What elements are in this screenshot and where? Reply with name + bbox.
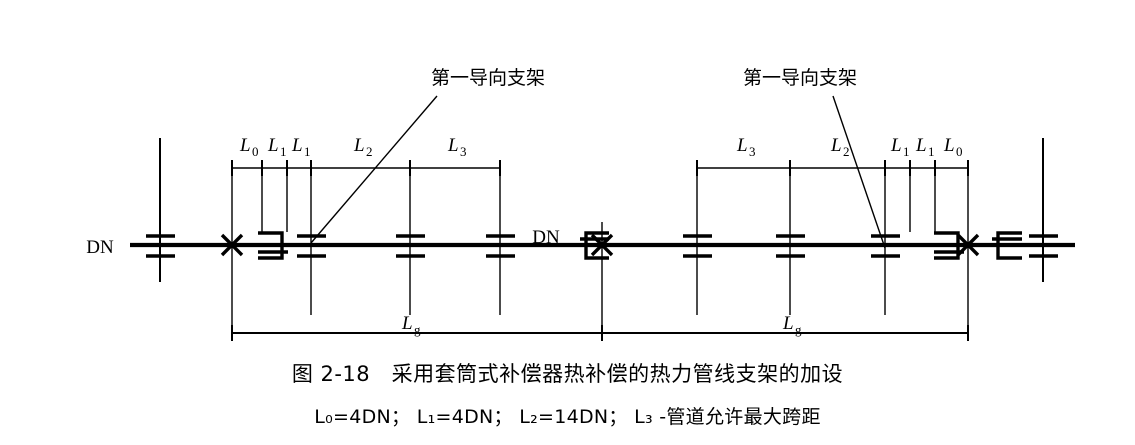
svg-text:1: 1 [280, 144, 287, 159]
leader-line-left [310, 95, 438, 244]
dim-label-Lg-right: L g [782, 313, 802, 337]
annotation-guide-support-right: 第一导向支架 [743, 67, 857, 89]
guide-support-symbol [146, 234, 175, 258]
guide-support-symbol [1029, 234, 1058, 258]
svg-text:L: L [291, 135, 303, 156]
guide-support-symbol [486, 234, 515, 258]
svg-text:L: L [915, 135, 927, 156]
svg-text:0: 0 [252, 144, 259, 159]
svg-text:L: L [736, 135, 748, 156]
sleeve-expansion-joint [258, 231, 288, 260]
svg-text:L: L [447, 135, 459, 156]
dimension-line-top-right [696, 160, 969, 176]
svg-text:L: L [830, 135, 842, 156]
annotation-guide-support-left: 第一导向支架 [431, 67, 545, 89]
support-verticals-right [696, 168, 969, 333]
svg-text:1: 1 [903, 144, 910, 159]
svg-text:2: 2 [366, 144, 373, 159]
dim-label-L0-right: L 0 [943, 135, 963, 159]
fixed-anchor-point [220, 233, 244, 257]
svg-text:L: L [239, 135, 251, 156]
svg-text:L: L [890, 135, 902, 156]
guide-support-symbol [297, 234, 326, 258]
svg-text:3: 3 [749, 144, 756, 159]
svg-text:L: L [782, 313, 794, 334]
guide-support-symbol [871, 234, 900, 258]
fixed-anchor-point [590, 233, 614, 257]
leader-line-right [832, 95, 886, 249]
dim-label-L1-right-a: L 1 [890, 135, 910, 159]
dim-label-L2-right: L 2 [830, 135, 850, 159]
figure-caption-formula: L₀=4DN； L₁=4DN； L₂=14DN； L₃ -管道允许最大跨距 [314, 406, 821, 428]
dim-label-L3-right: L 3 [736, 135, 756, 159]
guide-support-symbol [683, 234, 712, 258]
figure-caption-title: 图 2-18 采用套筒式补偿器热补偿的热力管线支架的加设 [291, 362, 844, 386]
svg-text:2: 2 [843, 144, 850, 159]
svg-text:3: 3 [460, 144, 467, 159]
guide-support-symbol [396, 234, 425, 258]
dimension-line-top-left [231, 160, 501, 176]
dim-label-L2-left: L 2 [353, 135, 373, 159]
fixed-anchor-point [956, 233, 980, 257]
dimension-line-bottom-right [602, 325, 969, 341]
dim-label-L1-left-b: L 1 [291, 135, 311, 159]
pipe-label-dn-middle: DN [532, 227, 560, 248]
sleeve-expansion-joint [992, 231, 1022, 260]
dim-label-L0-left: L 0 [239, 135, 259, 159]
svg-text:L: L [401, 313, 413, 334]
svg-text:0: 0 [956, 144, 963, 159]
dim-label-L1-right-b: L 1 [915, 135, 935, 159]
svg-text:g: g [414, 322, 421, 337]
svg-text:1: 1 [928, 144, 935, 159]
support-verticals-left [231, 168, 603, 333]
dim-label-L3-left: L 3 [447, 135, 467, 159]
svg-text:1: 1 [304, 144, 311, 159]
pipe-label-dn-left: DN [86, 237, 114, 258]
dim-label-Lg-left: L g [401, 313, 421, 337]
guide-support-symbol [776, 234, 805, 258]
svg-text:L: L [943, 135, 955, 156]
svg-text:g: g [795, 322, 802, 337]
svg-text:L: L [353, 135, 365, 156]
dim-label-L1-left-a: L 1 [267, 135, 287, 159]
svg-text:L: L [267, 135, 279, 156]
